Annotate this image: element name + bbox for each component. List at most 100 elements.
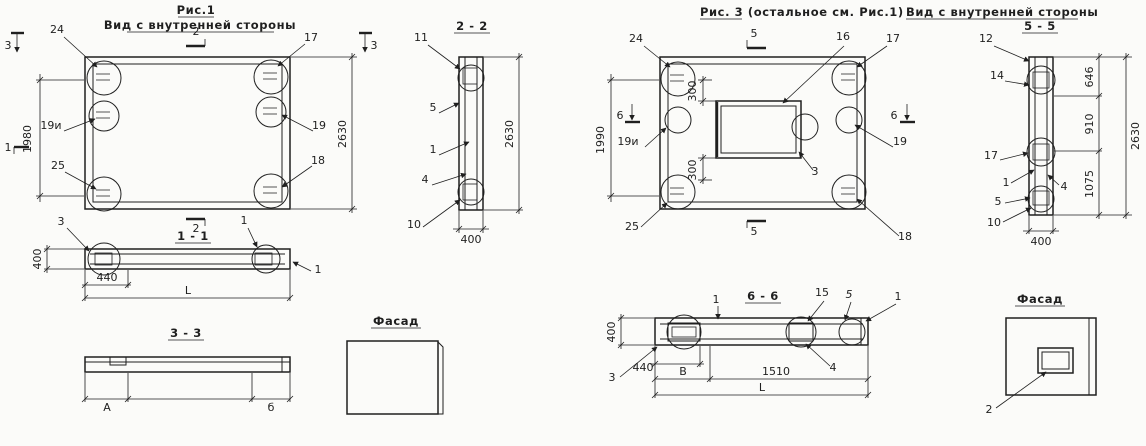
fig1-title: Рис.1 [177,3,216,17]
sec11-title: 1 - 1 [177,229,209,243]
sec55-callout-10: 10 [987,216,1001,229]
sec11-callout-1-right: 1 [315,263,322,276]
fig1-callout-19i: 19и [40,119,61,132]
sec11-dim-400-label: 400 [31,249,44,270]
facade2-title: Фасад [1017,292,1063,306]
fig3-detail-circles [660,60,867,210]
sec11-dim-440-label: 440 [97,271,118,284]
fig3-cut5-top-label: 5 [751,27,758,40]
fig3-panel-inner [667,63,858,203]
sec66-callout-15: 15 [815,286,829,299]
fig3-callout-25: 25 [625,220,639,233]
fig1-detail-circles [86,59,289,212]
sec55-callout-14: 14 [990,69,1004,82]
section-3-3: 3 - 3 А б [81,326,294,414]
sec55-dim-400-label: 400 [1031,235,1052,248]
fig3-dim-left-1990: 1990 [594,74,659,202]
fig3-cut-mark-6-right: 6 [891,104,915,124]
fig1-cut-left-label: 1 [5,141,12,154]
facade-left: Фасад [346,314,444,415]
fig1-panel-outline [84,56,291,210]
fig1-callout-17: 17 [304,31,318,44]
sec11-dim-400: 400 [31,245,84,273]
facade2-window-outer [1037,347,1074,374]
sec22-dim-400-label: 400 [461,233,482,246]
fig3-subtitle: Вид с внутренней стороны [906,5,1098,19]
fig3-dim-300-top: 300 [686,76,716,106]
fig3-title: Рис. 3 (остальное см. Рис.1) [700,5,904,19]
fig1-callouts: 24 17 19и 19 25 18 [40,23,326,190]
fig3-dim-300-bottom: 300 [686,154,716,184]
fig3-callout-19: 19 [893,135,907,148]
sec11-dim-L: L [81,270,294,302]
facade-right: Фасад 2 [986,292,1097,416]
sec22-callout-4: 4 [422,173,429,186]
sec55-column-outline [1028,56,1054,216]
fig3-callout-16: 16 [836,30,850,43]
sec55-callout-12: 12 [979,32,993,45]
fig3-callout-17: 17 [886,32,900,45]
sec22-callout-1: 1 [430,143,437,156]
sec55-dim-646: 646 [1083,67,1096,88]
sec55-dim-910: 910 [1083,114,1096,135]
sec66-dims-bottom: 440 В 1510 L [633,346,872,399]
sec66-dim-L-label: L [759,381,766,394]
sec22-callout-5: 5 [430,101,437,114]
sec22-dim-2630-label: 2630 [503,120,516,148]
fig1-view-left-label: 3 [5,39,12,52]
sec11-bar-outline [84,248,291,270]
sec11-dim-L-label: L [185,284,192,297]
fig3-cut5-bottom-label: 5 [751,225,758,238]
fig3-cut-mark-5-top: 5 [746,27,766,50]
fig1-callout-18: 18 [311,154,325,167]
sec66-callouts: 1 15 5 1 3 4 [609,286,902,384]
sec11-detail-circle-left [87,242,121,276]
fig3-callouts: 24 16 17 19и 19 3 25 18 [617,30,912,243]
sec22-detail-circle-bottom [457,178,485,206]
sec66-detail-circle-right [838,318,866,346]
sec22-dim-400: 400 [453,211,489,246]
fig3-callout-24: 24 [629,32,643,45]
fig1-view: Рис.1 Вид с внутренней стороны 3 3 [5,3,378,235]
fig1-dim-right-2630: 2630 [291,53,357,213]
fig1-panel-inner [92,63,283,203]
sec66-dim-B-label: В [679,365,687,378]
sec22-callout-10: 10 [407,218,421,231]
sec33-dim-B: б [268,401,275,414]
sec66-dim-440-label: 440 [633,361,654,374]
fig3-dim-300-top-label: 300 [686,81,699,102]
fig1-view-arrow-left: 3 [5,31,24,53]
section-6-6: 6 - 6 1 15 5 1 3 4 [605,286,902,399]
facade1-title: Фасад [373,314,419,328]
fig3-callout-19i: 19и [617,135,638,148]
fig1-callout-24: 24 [50,23,64,36]
facade2-panel [1005,317,1097,396]
section-2-2: 2 - 2 11 5 1 4 10 2630 [407,19,523,246]
sec66-right-opening [788,322,814,342]
sec55-dim-2630: 2630 [1129,122,1142,150]
facade2-callout-2: 2 [986,403,993,416]
sec33-bar-outline [84,356,291,373]
sec55-callout-17: 17 [984,149,998,162]
sec11-callout-1-top: 1 [241,214,248,227]
sec55-dim-1075: 1075 [1083,170,1096,198]
sec66-detail-circle-left [666,314,702,350]
fig3-callout-18: 18 [898,230,912,243]
sec22-dim-2630: 2630 [484,53,523,214]
fig1-cut-mark-2-top: 2 [186,25,206,48]
fig1-callout-25: 25 [51,159,65,172]
fig1-cut-top-label: 2 [193,25,200,38]
fig3-opening-inner [720,105,797,154]
sec66-callout-1-left: 1 [713,293,720,306]
sec55-title: 5 - 5 [1024,19,1056,33]
fig1-view-right-label: 3 [371,39,378,52]
facade2-window-inner [1041,351,1070,370]
section-5-5: 5 - 5 12 14 17 1 4 5 10 [979,19,1142,248]
sec22-detail-circle-top [457,64,485,92]
fig1-cut-mark-1-left: 1 [5,141,29,154]
fig1-cut-mark-2-bottom: 2 [186,217,206,235]
fig3-dim-300-bottom-label: 300 [686,160,699,181]
sec55-dim-400: 400 [1023,216,1059,248]
fig3-cut6-left-label: 6 [617,109,624,122]
